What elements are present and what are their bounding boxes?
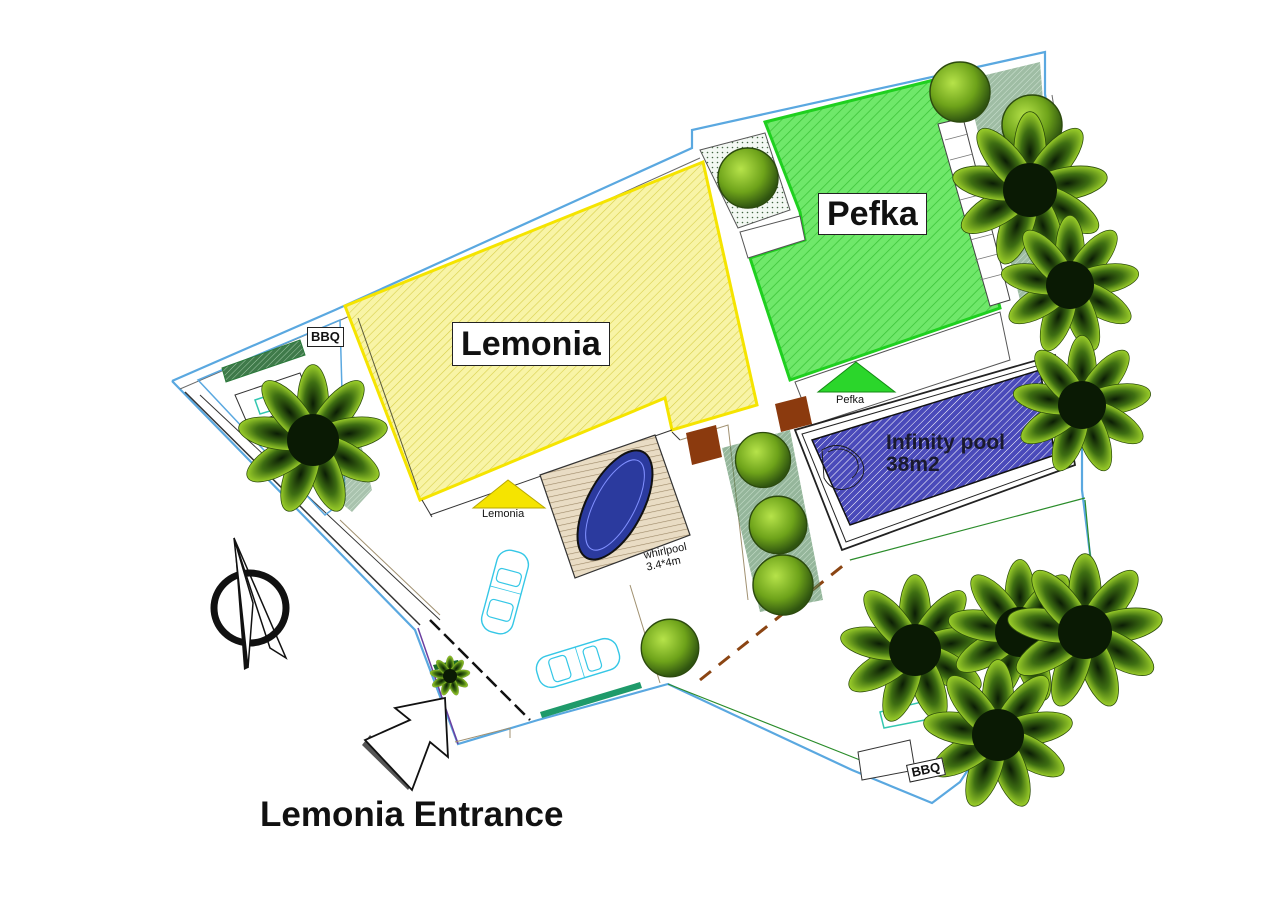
entrance-arrow-icon bbox=[362, 696, 450, 792]
whirlpool-deck bbox=[539, 434, 691, 579]
car-icon bbox=[532, 634, 624, 692]
lemonia-label: Lemonia bbox=[452, 322, 610, 366]
lemonia-marker bbox=[471, 479, 547, 509]
infinity-pool-title: Infinity pool bbox=[886, 431, 1005, 454]
pefka-marker bbox=[816, 361, 897, 393]
brown-wall-blocks bbox=[686, 396, 812, 465]
palm-tree-icon bbox=[429, 655, 471, 697]
pefka-label: Pefka bbox=[818, 193, 927, 235]
round-tree-icon bbox=[717, 147, 779, 209]
car-icon bbox=[477, 546, 533, 638]
lemonia-marker-label: Lemonia bbox=[482, 508, 525, 520]
bbq-label-top: BBQ bbox=[307, 327, 344, 347]
infinity-pool-area: 38m2 bbox=[886, 453, 940, 477]
entrance-label: Lemonia Entrance bbox=[260, 795, 564, 834]
round-tree-icon bbox=[734, 431, 792, 489]
round-tree-icon bbox=[748, 495, 808, 555]
compass-north-icon bbox=[210, 537, 290, 670]
round-tree-icon bbox=[929, 61, 991, 123]
round-tree-icon bbox=[640, 618, 700, 678]
pefka-marker-label: Pefka bbox=[836, 394, 865, 406]
round-tree-icon bbox=[752, 554, 814, 616]
infinity-pool-label: Infinity pool 38m2 bbox=[886, 431, 1005, 477]
